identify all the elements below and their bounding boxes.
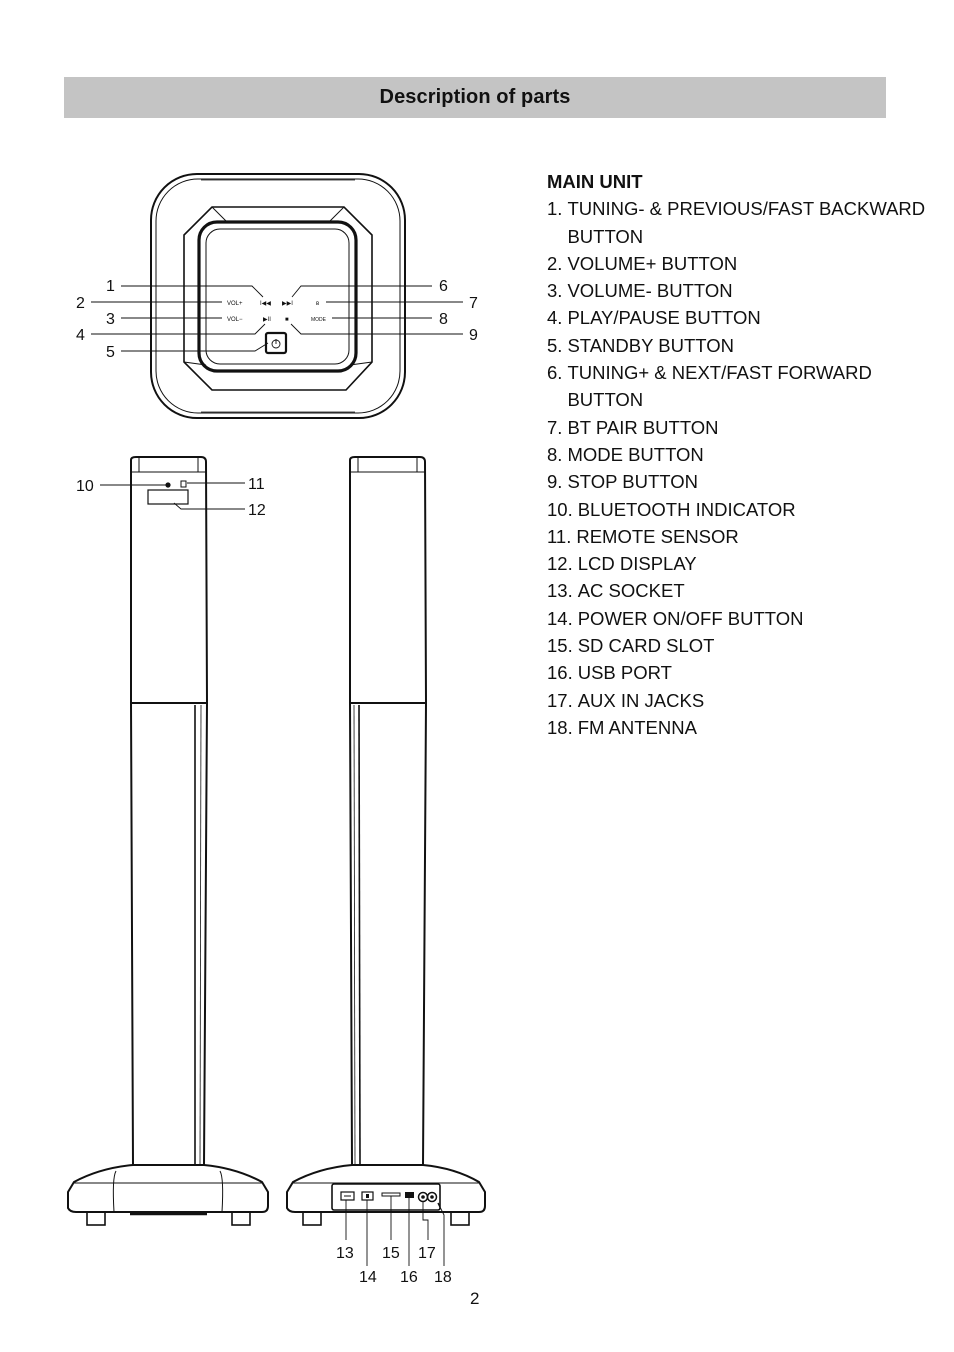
list-item-text: USB PORT	[577, 662, 672, 684]
sd-card-slot-icon	[381, 1192, 401, 1197]
callout-8: 8	[439, 311, 448, 328]
page-number: 2	[470, 1289, 480, 1308]
list-item-number: 5.	[547, 334, 563, 356]
bt-pair-button-icon: ʙ	[316, 301, 319, 307]
list-item: 6.TUNING+ & NEXT/FAST FORWARD BUTTON	[547, 359, 927, 414]
callout-14: 14	[359, 1269, 377, 1286]
play-pause-button-icon: ▶II	[263, 317, 271, 323]
list-item-number: 9.	[547, 471, 563, 493]
parts-list-items: 1.TUNING- & PREVIOUS/FAST BACKWARD BUTTO…	[547, 195, 927, 741]
list-item: 2.VOLUME+ BUTTON	[547, 250, 927, 277]
list-item: 17.AUX IN JACKS	[547, 687, 927, 714]
list-item: 4.PLAY/PAUSE BUTTON	[547, 304, 927, 331]
callout-11: 11	[248, 476, 265, 493]
section-header-bar: Description of parts	[64, 77, 886, 118]
callout-7: 7	[469, 295, 478, 312]
list-item-number: 17.	[547, 689, 573, 711]
list-item-number: 14.	[547, 607, 573, 629]
list-item-text: STOP BUTTON	[567, 471, 698, 493]
list-item-text: SD CARD SLOT	[577, 635, 715, 657]
list-item-text: PLAY/PAUSE BUTTON	[567, 307, 761, 329]
front-view-diagram: 10 11 12	[67, 456, 269, 1226]
parts-list: MAIN UNIT 1.TUNING- & PREVIOUS/FAST BACK…	[547, 168, 927, 741]
list-item: 5.STANDBY BUTTON	[547, 332, 927, 359]
callout-1: 1	[106, 278, 115, 295]
list-item-text: MODE BUTTON	[567, 443, 704, 465]
vol-plus-label: VOL+	[227, 301, 243, 307]
top-view-diagram: VOL+ VOL− I◀◀ ▶▶I ▶II ■ ʙ MODE 1 2	[76, 173, 478, 419]
list-item: 10.BLUETOOTH INDICATOR	[547, 496, 927, 523]
callout-18: 18	[434, 1269, 452, 1286]
callout-9: 9	[469, 327, 478, 344]
callout-5: 5	[106, 344, 115, 361]
list-item: 9.STOP BUTTON	[547, 468, 927, 495]
list-item-number: 10.	[547, 498, 573, 520]
list-item-number: 3.	[547, 280, 563, 302]
list-item: 12.LCD DISPLAY	[547, 550, 927, 577]
list-item-number: 15.	[547, 635, 573, 657]
callout-12: 12	[248, 502, 266, 519]
list-item: 11.REMOTE SENSOR	[547, 523, 927, 550]
list-item: 13.AC SOCKET	[547, 577, 927, 604]
power-button-icon	[361, 1191, 374, 1201]
list-item-text: STANDBY BUTTON	[567, 334, 734, 356]
list-item-text: LCD DISPLAY	[577, 553, 697, 575]
list-item-number: 8.	[547, 443, 563, 465]
vol-minus-label: VOL−	[227, 317, 243, 323]
list-item-number: 13.	[547, 580, 573, 602]
stop-button-icon: ■	[285, 317, 289, 323]
list-item-text: BT PAIR BUTTON	[567, 416, 719, 438]
list-item-number: 2.	[547, 252, 563, 274]
list-item-text: VOLUME+ BUTTON	[567, 252, 738, 274]
callout-4: 4	[76, 327, 85, 344]
fm-antenna-icon	[437, 1202, 441, 1208]
list-item-text: REMOTE SENSOR	[576, 525, 739, 547]
callout-16: 16	[400, 1269, 418, 1286]
list-item-text: TUNING+ & NEXT/FAST FORWARD BUTTON	[567, 362, 872, 411]
list-item-text: VOLUME- BUTTON	[567, 280, 733, 302]
list-item-number: 18.	[547, 716, 573, 738]
parts-list-heading: MAIN UNIT	[547, 171, 643, 192]
list-item: 18.FM ANTENNA	[547, 714, 927, 741]
list-item: 1.TUNING- & PREVIOUS/FAST BACKWARD BUTTO…	[547, 195, 927, 250]
standby-button-icon	[264, 331, 288, 355]
list-item: 3.VOLUME- BUTTON	[547, 277, 927, 304]
list-item-number: 7.	[547, 416, 563, 438]
list-item: 8.MODE BUTTON	[547, 441, 927, 468]
list-item-text: BLUETOOTH INDICATOR	[577, 498, 796, 520]
remote-sensor-icon	[180, 480, 187, 488]
list-item-number: 12.	[547, 553, 573, 575]
callout-10: 10	[76, 478, 94, 495]
mode-button-label: MODE	[311, 317, 327, 323]
list-item-number: 4.	[547, 307, 563, 329]
list-item-number: 11.	[547, 525, 572, 547]
usb-port-icon	[405, 1192, 414, 1198]
callout-13: 13	[336, 1245, 354, 1262]
callout-15: 15	[382, 1245, 400, 1262]
list-item-number: 16.	[547, 662, 573, 684]
ac-socket-icon	[340, 1191, 355, 1201]
list-item-text: POWER ON/OFF BUTTON	[577, 607, 804, 629]
list-item: 16.USB PORT	[547, 659, 927, 686]
next-button-icon: ▶▶I	[282, 301, 293, 307]
list-item: 7.BT PAIR BUTTON	[547, 414, 927, 441]
rear-connector-panel	[331, 1183, 441, 1211]
list-item: 14.POWER ON/OFF BUTTON	[547, 605, 927, 632]
list-item: 15.SD CARD SLOT	[547, 632, 927, 659]
list-item-text: FM ANTENNA	[577, 716, 697, 738]
list-item-text: TUNING- & PREVIOUS/FAST BACKWARD BUTTON	[567, 198, 926, 247]
list-item-number: 6.	[547, 362, 563, 384]
callout-2: 2	[76, 295, 85, 312]
callout-6: 6	[439, 278, 448, 295]
prev-button-icon: I◀◀	[260, 301, 271, 307]
callout-17: 17	[418, 1245, 436, 1262]
rear-view-diagram: 13 14 15 16 17 18	[286, 456, 486, 1286]
lcd-display-icon	[147, 489, 189, 505]
list-item-number: 1.	[547, 198, 563, 220]
list-item-text: AC SOCKET	[577, 580, 685, 602]
page-title: Description of parts	[379, 86, 571, 108]
callout-3: 3	[106, 311, 115, 328]
list-item-text: AUX IN JACKS	[577, 689, 705, 711]
